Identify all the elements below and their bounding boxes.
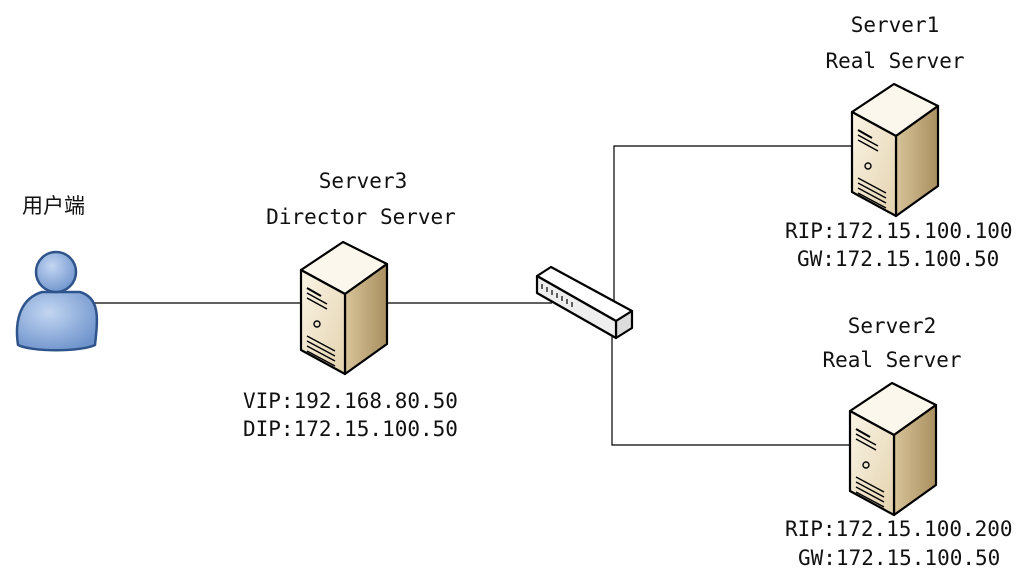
network-switch-icon bbox=[535, 265, 634, 340]
server1-name: Server1 bbox=[850, 13, 940, 37]
server-icon bbox=[299, 240, 389, 376]
server-icon bbox=[848, 381, 938, 517]
server2-gw: GW:172.15.100.50 bbox=[798, 546, 1001, 570]
server1-gw: GW:172.15.100.50 bbox=[797, 247, 1000, 271]
link-switch-server1 bbox=[613, 145, 852, 306]
client-label: 用户端 bbox=[22, 194, 85, 218]
server-icon bbox=[850, 82, 940, 218]
server2-rip: RIP:172.15.100.200 bbox=[785, 517, 1013, 541]
user-icon bbox=[15, 250, 99, 352]
director-name: Server3 bbox=[318, 169, 408, 193]
director-role: Director Server bbox=[266, 205, 456, 229]
connection-lines bbox=[90, 145, 852, 446]
server2-name: Server2 bbox=[847, 314, 937, 338]
link-switch-server2 bbox=[611, 336, 850, 446]
director-dip: DIP:172.15.100.50 bbox=[243, 417, 458, 441]
server1-rip: RIP:172.15.100.100 bbox=[785, 219, 1013, 243]
server1-role: Real Server bbox=[825, 49, 965, 73]
director-vip: VIP:192.168.80.50 bbox=[243, 389, 458, 413]
server2-role: Real Server bbox=[822, 348, 962, 372]
